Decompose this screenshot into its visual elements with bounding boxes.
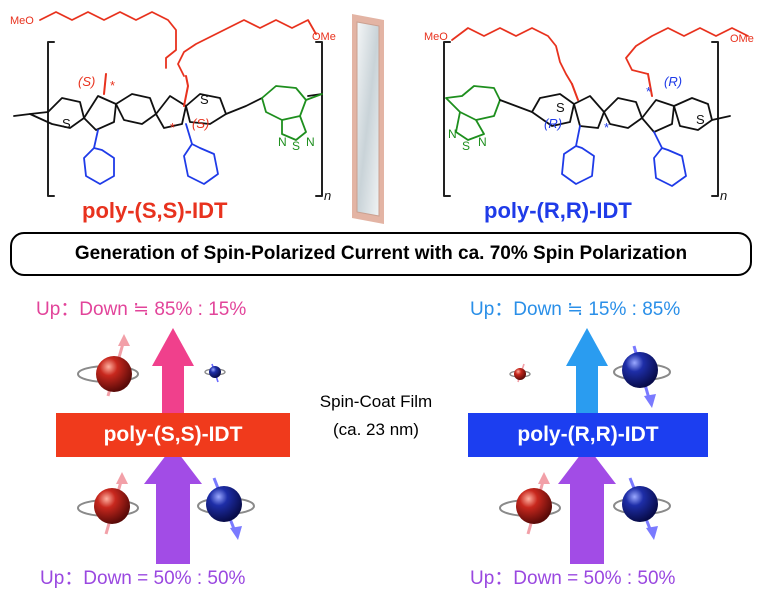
right-film-layer: poly-(R,R)-IDT <box>468 413 708 457</box>
right-film-label: poly-(R,R)-IDT <box>517 423 659 446</box>
right-structure-labels: MeO OMe (R) (R) * * S S N S N n <box>424 31 754 203</box>
right-sulfur-3: S <box>462 139 470 153</box>
electron-spin-down-icon <box>613 345 671 408</box>
left-oxygen-bonds <box>103 73 189 107</box>
electron-spin-down-icon <box>613 477 671 540</box>
left-input-arrow-shaft <box>156 482 190 564</box>
left-meo-label: MeO <box>10 15 34 27</box>
left-five-ring-a <box>83 95 117 131</box>
right-n-subscript: n <box>720 188 727 203</box>
right-output-arrow-shaft <box>576 364 598 416</box>
right-star-2: * <box>646 84 651 99</box>
left-thiophene-a <box>29 97 85 129</box>
left-nitrogen-1: N <box>278 135 287 149</box>
right-phenyl-1 <box>561 125 595 185</box>
left-phenyl-2 <box>183 123 219 185</box>
mirror-icon <box>352 14 384 224</box>
electron-spin-down-icon <box>204 363 226 383</box>
right-sulfur-2: S <box>696 112 705 127</box>
left-benzene <box>115 93 157 125</box>
left-film-layer: poly-(S,S)-IDT <box>56 413 290 457</box>
left-sulfur-1: S <box>62 116 71 131</box>
left-nitrogen-2: N <box>306 135 315 149</box>
film-description-line-1: Spin-Coat Film <box>319 392 433 411</box>
left-input-arrow-head <box>144 446 202 484</box>
left-star-1: * <box>110 78 115 93</box>
right-output-arrow-head <box>566 328 608 366</box>
electron-spin-up-icon <box>77 334 139 397</box>
right-benzene <box>603 97 643 129</box>
left-bracket-close <box>315 41 323 197</box>
film-description: Spin-Coat Film (ca. 23 nm) <box>300 388 452 444</box>
left-benzothiadiazole <box>261 85 323 141</box>
right-chain-end <box>711 115 731 121</box>
right-stereo-label-1: (R) <box>544 116 562 131</box>
left-structure <box>13 11 323 197</box>
left-phenyl-1 <box>83 129 115 185</box>
right-input-arrow-head <box>558 446 616 484</box>
left-star-2: * <box>170 120 175 135</box>
right-nitrogen-1: N <box>448 127 457 141</box>
right-meo-label: MeO <box>424 31 448 43</box>
right-phenyl-2 <box>653 131 687 187</box>
left-stereo-label-2: (S) <box>192 116 209 131</box>
electron-spin-down-icon <box>197 477 255 540</box>
electron-spin-up-icon <box>77 472 139 535</box>
left-ome-label: OMe <box>312 31 336 43</box>
left-glycol-chain-2 <box>177 19 317 77</box>
right-input-arrow-shaft <box>570 482 604 564</box>
left-stereo-label-1: (S) <box>78 74 95 89</box>
film-description-line-2: (ca. 23 nm) <box>333 420 419 439</box>
right-linker <box>499 99 533 113</box>
right-output-ratio: Up：Down ≒ 15% : 85% <box>470 299 681 320</box>
left-glycol-chain-1 <box>39 11 177 69</box>
left-device <box>77 328 255 564</box>
left-bracket-open <box>47 41 55 197</box>
right-polymer-name: poly-(R,R)-IDT <box>484 198 632 223</box>
left-polymer-name: poly-(S,S)-IDT <box>82 198 228 223</box>
right-glycol-chain-1 <box>451 27 573 85</box>
electron-spin-up-icon <box>509 363 531 383</box>
right-five-ring-b <box>641 99 675 133</box>
right-star-1: * <box>604 120 609 135</box>
right-bracket-open <box>443 41 451 197</box>
left-output-ratio: Up：Down ≒ 85% : 15% <box>36 299 247 320</box>
right-sulfur-1: S <box>556 100 565 115</box>
right-structure <box>443 27 749 197</box>
right-stereo-label-2: (R) <box>664 74 682 89</box>
left-output-arrow-shaft <box>162 364 184 416</box>
left-input-ratio: Up：Down = 50% : 50% <box>40 568 246 589</box>
right-device <box>499 328 671 564</box>
left-sulfur-3: S <box>292 139 300 153</box>
left-linker <box>225 97 263 115</box>
right-five-ring-a <box>573 95 605 129</box>
right-ome-label: OMe <box>730 33 754 45</box>
left-sulfur-2: S <box>200 92 209 107</box>
right-thiophene-b <box>673 97 713 131</box>
left-film-label: poly-(S,S)-IDT <box>103 423 243 446</box>
right-nitrogen-2: N <box>478 135 487 149</box>
left-structure-labels: MeO OMe (S) (S) * * S S N S N n <box>10 15 336 203</box>
left-five-ring-b <box>155 95 187 129</box>
spin-polarization-banner: Generation of Spin-Polarized Current wit… <box>10 232 752 276</box>
right-oxygen-bonds <box>571 73 653 101</box>
right-glycol-chain-2 <box>625 27 749 75</box>
electron-spin-up-icon <box>499 472 561 535</box>
right-input-ratio: Up：Down = 50% : 50% <box>470 568 676 589</box>
left-output-arrow-head <box>152 328 194 366</box>
left-n-subscript: n <box>324 188 331 203</box>
